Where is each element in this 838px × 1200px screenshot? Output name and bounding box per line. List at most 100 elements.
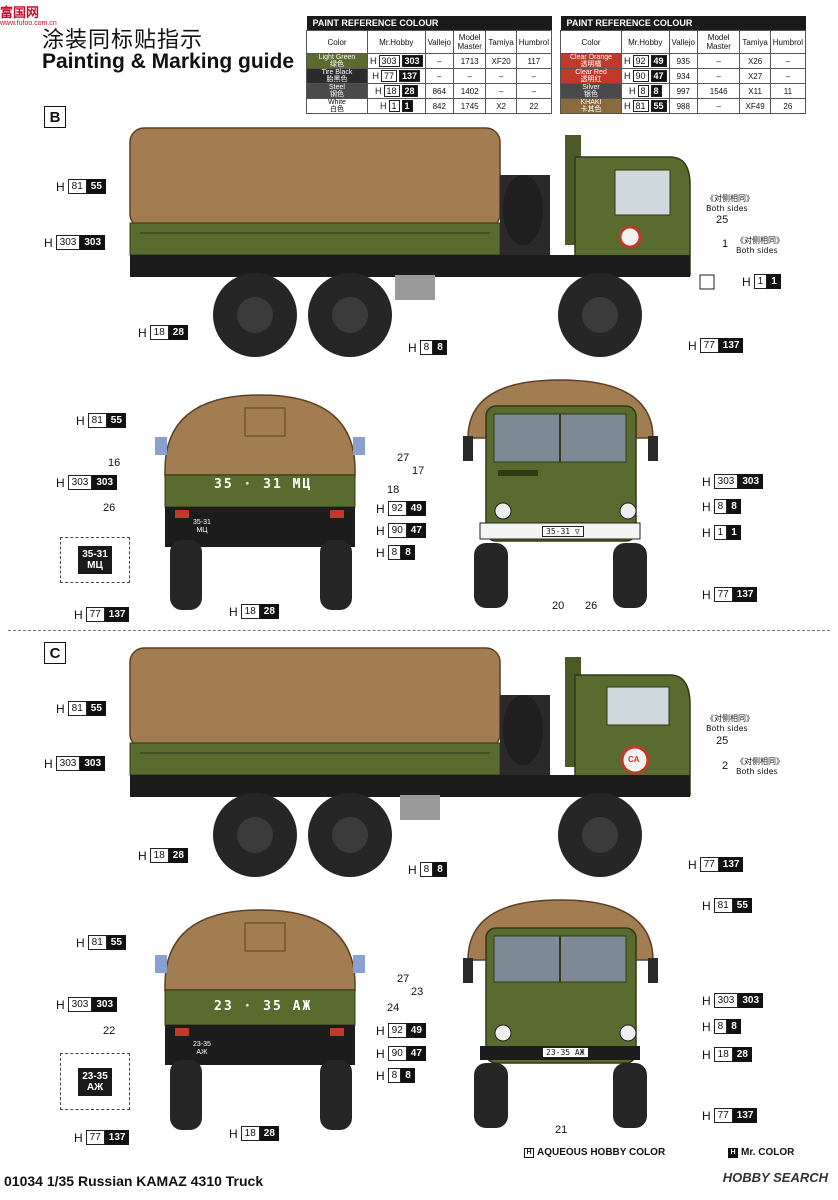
truck-c-front-view [463, 899, 658, 1128]
paint-code-model-master: 1745 [452, 98, 487, 114]
paint-code-model-master: – [696, 53, 741, 69]
paint-code-tamiya: – [485, 83, 517, 99]
decal-number: 17 [412, 465, 425, 477]
decal-number: 24 [387, 1002, 400, 1014]
paint-code-vallejo: – [424, 68, 454, 84]
paint-code-vallejo: 842 [424, 98, 454, 114]
paint-code-tamiya: X2 [485, 98, 517, 114]
paint-code-tamiya: X11 [739, 83, 771, 99]
paint-code-model-master: 1713 [452, 53, 487, 69]
paint-code-tamiya: XF49 [739, 98, 771, 114]
paint-table-column-header: Mr.Hobby [621, 30, 670, 54]
decal-number: 16 [108, 457, 121, 469]
paint-code-tamiya: XF20 [485, 53, 517, 69]
paint-code-model-master: – [696, 68, 741, 84]
paint-code-model-master: – [696, 98, 741, 114]
decal-number: 25 [716, 735, 729, 747]
paint-table-column-header: Tamiya [739, 30, 771, 54]
paint-table-heading: PAINT REFERENCE COLOUR [306, 16, 552, 31]
watermark: HOBBY SEARCH [722, 1170, 828, 1185]
tail-number-marking: 23 · 35 АЖ [214, 999, 313, 1014]
paint-code-humbrol: 117 [515, 53, 553, 69]
paint-code-humbrol: – [769, 68, 807, 84]
decal-number: 26 [585, 600, 598, 612]
paint-code-vallejo: 864 [424, 83, 454, 99]
paint-table-column-header: Color [560, 30, 622, 54]
truck-b-front-view [463, 379, 658, 608]
site-logo: 富国网 [0, 6, 40, 21]
both-sides-note: 《对侧相同》Both sides [736, 757, 784, 776]
front-license-plate: 23-35 АЖ [542, 1047, 589, 1058]
paint-code-vallejo: 997 [668, 83, 698, 99]
decal-number: 21 [555, 1124, 568, 1136]
section-divider [8, 630, 830, 631]
decal-number: 25 [716, 214, 729, 226]
decal-number: 22 [103, 1025, 116, 1037]
paint-code-humbrol: 11 [769, 83, 807, 99]
paint-table-column-header: Vallejo [424, 30, 454, 54]
ca-emblem: CA [628, 755, 640, 764]
page-title: Painting & Marking guide [42, 50, 295, 73]
decal-number: 27 [397, 452, 410, 464]
paint-code-humbrol: 22 [515, 98, 553, 114]
both-sides-note: 《对侧相同》Both sides [736, 236, 784, 255]
decal-number: 27 [397, 973, 410, 985]
paint-code-vallejo: 988 [668, 98, 698, 114]
paint-table-column-header: Color [306, 30, 368, 54]
truck-c-rear-view [155, 909, 365, 1130]
paint-table-column-header: Model Master [696, 30, 741, 54]
truck-b-side-view [129, 127, 715, 357]
paint-code-vallejo: – [424, 53, 454, 69]
front-license-plate: 35-31 ▽ [542, 526, 584, 537]
site-url: www.fufoo.com.cn [0, 20, 57, 27]
page-title-chinese: 涂装同标贴指示 [42, 28, 204, 53]
paint-code-humbrol: – [515, 68, 553, 84]
paint-code-humbrol: – [769, 53, 807, 69]
both-sides-note: 《对侧相同》Both sides [706, 714, 754, 733]
truck-b-rear-view [155, 394, 365, 610]
